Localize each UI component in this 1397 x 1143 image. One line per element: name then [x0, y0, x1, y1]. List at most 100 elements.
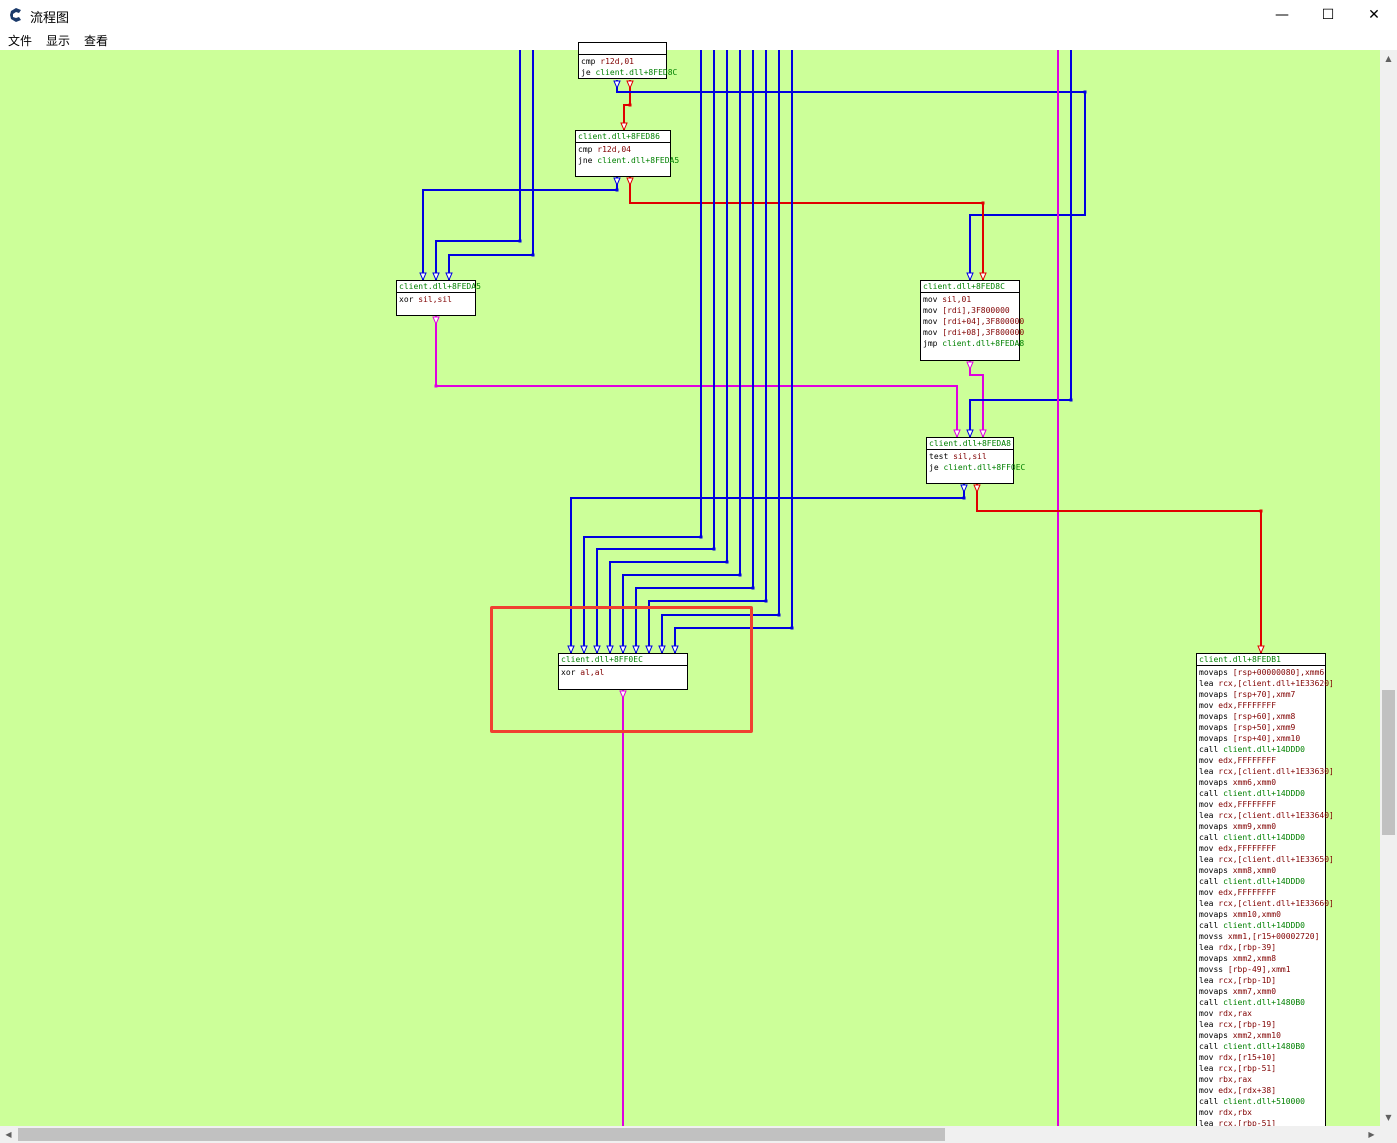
- mnemonic: cmp: [578, 145, 598, 154]
- instruction-line: mov edx,FFFFFFFF: [1199, 700, 1323, 711]
- menu-view[interactable]: 查看: [84, 34, 109, 48]
- instruction-line: lea rcx,[rbp-51]: [1199, 1063, 1323, 1074]
- mnemonic: mov: [1199, 800, 1219, 809]
- instruction-line: movaps xmm2,xmm10: [1199, 1030, 1323, 1041]
- maximize-icon: ☐: [1321, 7, 1335, 23]
- edge-false: [622, 50, 741, 653]
- edge-arrowhead: [619, 690, 627, 700]
- horizontal-scroll-thumb[interactable]: [18, 1128, 945, 1141]
- instruction-line: cmp r12d,04: [578, 144, 668, 155]
- menu-file[interactable]: 文件: [8, 34, 33, 48]
- operand: edx,FFFFFFFF: [1218, 888, 1277, 897]
- mnemonic: mov: [1199, 1053, 1219, 1062]
- instruction-line: movaps xmm8,xmm0: [1199, 865, 1323, 876]
- block-header: client.dll+8FEDA8: [927, 438, 1013, 450]
- operand: [rdi+04],3F800000: [942, 317, 1025, 326]
- mnemonic: call: [1199, 877, 1224, 886]
- mnemonic: movaps: [1199, 910, 1233, 919]
- code-block-8FEDB1[interactable]: client.dll+8FEDB1 movaps [rsp+00000080],…: [1196, 653, 1334, 1143]
- edge-joint: [699, 535, 703, 539]
- instruction-line: jne client.dll+8FEDA5: [578, 155, 679, 166]
- operand: edx,FFFFFFFF: [1218, 844, 1277, 853]
- edge-false: [596, 50, 715, 653]
- edge-joint: [712, 547, 716, 551]
- vertical-scroll-thumb[interactable]: [1382, 690, 1395, 835]
- scroll-up-icon[interactable]: ▲: [1385, 54, 1392, 63]
- scroll-down-icon[interactable]: ▼: [1385, 1113, 1392, 1122]
- operand: sil,sil: [418, 295, 452, 304]
- edge-arrowhead: [966, 361, 974, 371]
- mnemonic: mov: [1199, 1108, 1219, 1117]
- instruction-line: mov [rdi],3F800000: [923, 305, 1017, 316]
- edge-arrowhead: [593, 645, 601, 655]
- operand: client.dll+8FEDA8: [942, 339, 1025, 348]
- operand: [rdi+08],3F800000: [942, 328, 1025, 337]
- instruction-line: movss [rbp-49],xmm1: [1199, 964, 1323, 975]
- edge-arrowhead: [973, 484, 981, 494]
- menu-bar: 文件 显示 查看: [0, 30, 1397, 50]
- edge-arrowhead: [626, 80, 634, 90]
- horizontal-scrollbar[interactable]: ◀ ▶: [0, 1126, 1380, 1143]
- operand: [rsp+00000080],xmm6: [1232, 668, 1325, 677]
- mnemonic: call: [1199, 998, 1224, 1007]
- mnemonic: movaps: [1199, 866, 1233, 875]
- instruction-line: mov [rdi+08],3F800000: [923, 327, 1024, 338]
- block-header: client.dll+8FED8C: [921, 281, 1019, 293]
- mnemonic: mov: [1199, 844, 1219, 853]
- instruction-line: movaps xmm10,xmm0: [1199, 909, 1323, 920]
- operand: rcx,[rbp-51]: [1218, 1064, 1277, 1073]
- operand: client.dll+14DDD0: [1223, 789, 1305, 798]
- code-block-8FF0EC[interactable]: client.dll+8FF0EC xor al,al: [558, 653, 688, 690]
- edge-arrowhead: [613, 80, 621, 90]
- edge-true: [976, 484, 1262, 653]
- operand: rdx,[rbp-39]: [1218, 943, 1277, 952]
- block-header: client.dll+8FF0EC: [559, 654, 687, 666]
- maximize-button[interactable]: ☐: [1305, 0, 1351, 30]
- scroll-right-icon[interactable]: ▶: [1368, 1130, 1375, 1139]
- operand: client.dll+14DDD0: [1223, 745, 1305, 754]
- mnemonic: lea: [1199, 1064, 1219, 1073]
- mnemonic: lea: [1199, 767, 1219, 776]
- code-block-8FEDA5[interactable]: client.dll+8FEDA5 xor sil,sil: [396, 280, 481, 316]
- mnemonic: movaps: [1199, 712, 1233, 721]
- instruction-line: movss xmm1,[r15+00002720]: [1199, 931, 1323, 942]
- edge-false: [661, 50, 780, 653]
- mnemonic: lea: [1199, 811, 1219, 820]
- mnemonic: movaps: [1199, 723, 1233, 732]
- operand: sil,sil: [953, 452, 987, 461]
- menu-display[interactable]: 显示: [46, 34, 71, 48]
- close-button[interactable]: ✕: [1351, 0, 1397, 30]
- minimize-icon: —: [1275, 7, 1289, 23]
- instruction-line: mov sil,01: [923, 294, 1017, 305]
- edge-arrowhead: [671, 645, 679, 655]
- window-title: 流程图: [30, 11, 70, 26]
- instruction-line: mov rbx,rax: [1199, 1074, 1323, 1085]
- block-header: client.dll+8FEDB1: [1197, 654, 1325, 666]
- instruction-line: test sil,sil: [929, 451, 1011, 462]
- edge-arrowhead: [613, 177, 621, 187]
- mnemonic: je: [929, 463, 944, 472]
- operand: al,al: [580, 668, 605, 677]
- operand: r12d,01: [600, 57, 634, 66]
- operand: [rsp+50],xmm9: [1232, 723, 1296, 732]
- edge-arrowhead: [953, 429, 961, 439]
- edge-joint: [518, 239, 522, 243]
- mnemonic: mov: [1199, 701, 1219, 710]
- scroll-left-icon[interactable]: ◀: [5, 1130, 12, 1139]
- mnemonic: mov: [1199, 888, 1219, 897]
- operand: rcx,[client.dll+1E33630]: [1218, 767, 1334, 776]
- mnemonic: mov: [923, 328, 943, 337]
- operand: xmm6,xmm0: [1232, 778, 1277, 787]
- edge-false: [648, 50, 767, 653]
- vertical-scrollbar[interactable]: ▲ ▼: [1380, 50, 1397, 1126]
- operand: client.dll+14DDD0: [1223, 877, 1305, 886]
- operand: xmm2,xmm10: [1232, 1031, 1281, 1040]
- minimize-button[interactable]: —: [1259, 0, 1305, 30]
- operand: rbx,rax: [1218, 1075, 1252, 1084]
